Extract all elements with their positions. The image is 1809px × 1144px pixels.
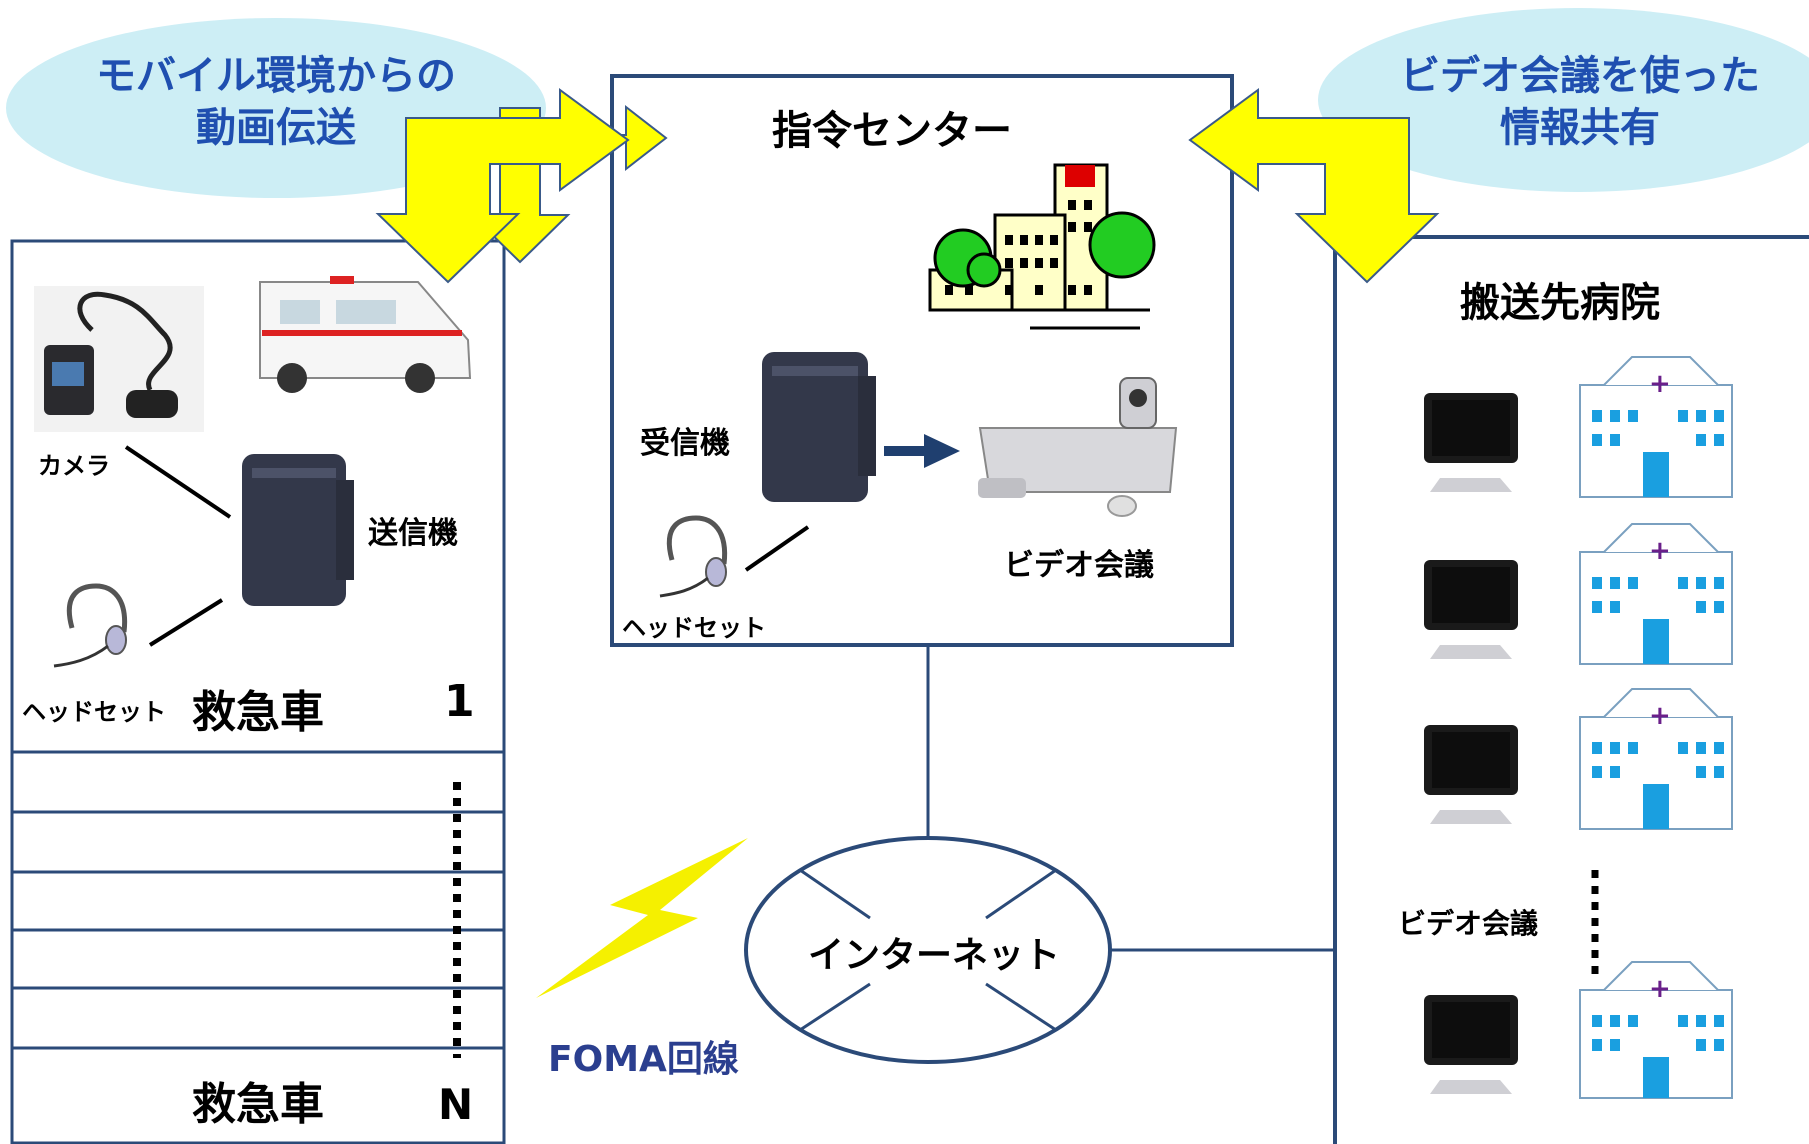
right-bubble-text: ビデオ会議を使った 情報共有 [1340, 50, 1809, 154]
transmitter-label: 送信機 [368, 516, 458, 551]
right-bubble-line-2: 情報共有 [1500, 105, 1660, 151]
svg-text:+: + [1649, 701, 1671, 731]
hospital-title: 搬送先病院 [1460, 280, 1660, 326]
hospital-row-1: + [1424, 356, 1733, 498]
ambulance-label-n: 救急車 [192, 1079, 324, 1130]
internet-label: インターネット [808, 935, 1061, 976]
hospital-row-4: + [1424, 961, 1733, 1099]
right-arrow [1188, 88, 1440, 284]
command-center-title: 指令センター [772, 108, 1012, 154]
left-arrow [375, 88, 630, 284]
arrow-right-icon [884, 434, 960, 468]
svg-text:+: + [1649, 369, 1671, 399]
camera-label: カメラ [38, 452, 110, 480]
left-bubble-text: モバイル環境からの 動画伝送 [36, 50, 516, 154]
right-bubble [1318, 8, 1809, 192]
ambulance-index-n: N [438, 1080, 474, 1129]
hospital-row-2: + [1424, 523, 1733, 665]
videoconf-unit-icon [978, 377, 1178, 517]
headset-icon [53, 583, 128, 668]
center-videoconf-label: ビデオ会議 [1004, 548, 1154, 583]
ambulance-index-1: 1 [444, 676, 475, 727]
hospital-row-3: + [1424, 688, 1733, 830]
svg-text:+: + [1649, 974, 1671, 1004]
headset-to-transmitter-line [148, 598, 224, 647]
hospital-videoconf-label: ビデオ会議 [1398, 907, 1539, 940]
camera-to-transmitter-line [124, 445, 232, 519]
svg-text:+: + [1649, 536, 1671, 566]
center-headset-icon [659, 515, 728, 598]
internet-cloud [744, 836, 1112, 1064]
foma-label: FOMA回線 [548, 1039, 739, 1080]
command-center-panel [610, 74, 1234, 647]
center-headset-label: ヘッドセット [622, 614, 766, 642]
left-bubble-line-1: モバイル環境からの [96, 53, 456, 99]
receiver-icon [762, 352, 876, 502]
ambulance-icon [259, 276, 472, 393]
command-building-icon [928, 163, 1156, 330]
hospital-panel [1333, 235, 1809, 1144]
lightning-icon [536, 838, 748, 998]
camera-icon [34, 286, 204, 432]
headset-to-receiver-line [744, 525, 810, 572]
right-bubble-line-1: ビデオ会議を使った [1400, 53, 1760, 99]
ambulance-label-1: 救急車 [192, 687, 324, 738]
ambulance-row-dividers [12, 750, 504, 1050]
receiver-label: 受信機 [640, 426, 730, 461]
transmitter-icon [242, 454, 354, 606]
ambulance-headset-label: ヘッドセット [22, 698, 166, 726]
left-bubble-line-2: 動画伝送 [196, 105, 356, 151]
